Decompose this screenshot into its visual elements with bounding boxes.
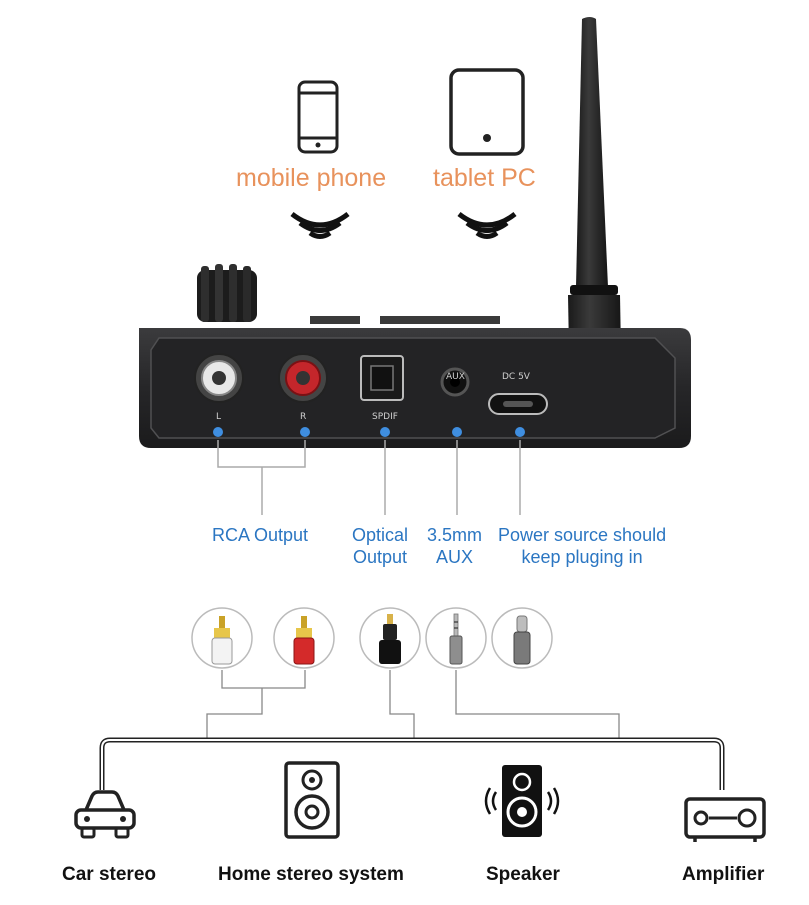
callout-power-line2: keep pluging in xyxy=(521,547,643,567)
wireless-signal-icon xyxy=(290,211,350,239)
dest-label-home-stereo: Home stereo system xyxy=(218,864,404,885)
port-label-dc: DC 5V xyxy=(502,372,530,382)
dest-label-car-stereo: Car stereo xyxy=(62,864,156,885)
dest-label-speaker: Speaker xyxy=(486,864,560,885)
rca-red-plug-icon xyxy=(273,607,335,669)
optical-plug-icon xyxy=(359,607,421,669)
tablet-icon xyxy=(449,68,525,156)
bluetooth-device xyxy=(139,264,691,448)
callout-optical-line1: Optical xyxy=(352,525,409,545)
callout-rca-output: RCA Output xyxy=(212,524,308,546)
dest-label-amplifier: Amplifier xyxy=(682,864,765,885)
speaker-icon xyxy=(484,765,560,837)
source-label-tablet-pc: tablet PC xyxy=(433,164,536,192)
callout-rca-text: RCA Output xyxy=(212,525,309,545)
source-label-mobile-phone: mobile phone xyxy=(236,164,387,192)
port-label-aux: AUX xyxy=(446,372,465,382)
rca-white-plug-icon xyxy=(191,607,253,669)
callout-power: Power source should keep pluging in xyxy=(498,524,666,568)
wireless-signal-icon xyxy=(457,211,517,239)
aux-plug-icon xyxy=(425,607,487,669)
home-speaker-icon xyxy=(284,761,340,839)
phone-icon xyxy=(297,80,339,154)
callout-aux-line1: 3.5mm xyxy=(427,525,483,545)
port-label-left: L xyxy=(216,412,222,422)
callout-optical-output: Optical Output xyxy=(352,524,408,568)
callout-optical-line2: Output xyxy=(352,547,408,567)
callout-power-line1: Power source should xyxy=(498,525,667,545)
port-label-right: R xyxy=(300,412,307,422)
callout-aux-line2: AUX xyxy=(436,547,474,567)
callout-aux: 3.5mm AUX xyxy=(427,524,482,568)
port-label-spdif: SPDIF xyxy=(372,412,398,422)
usb-c-plug-icon xyxy=(491,607,553,669)
amplifier-icon xyxy=(684,797,766,842)
car-icon xyxy=(74,790,136,839)
